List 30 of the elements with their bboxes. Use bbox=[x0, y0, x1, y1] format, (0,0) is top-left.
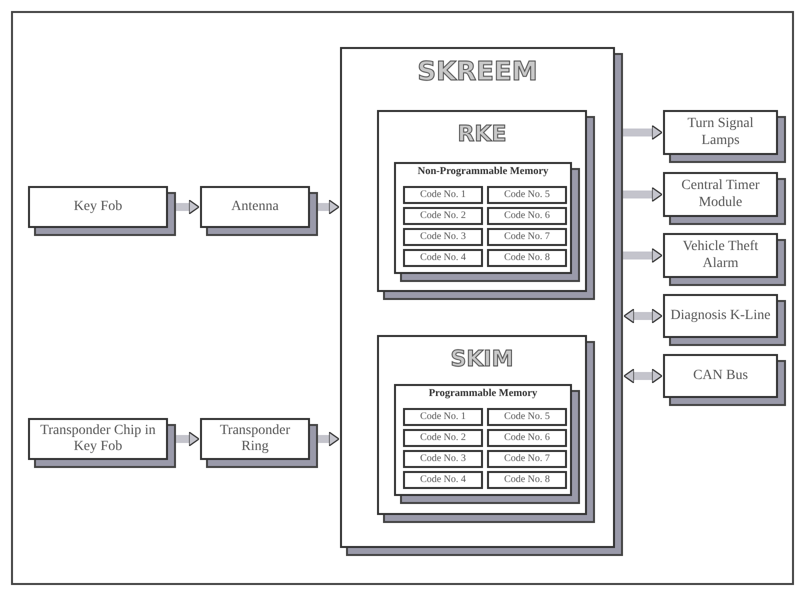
arrow bbox=[318, 431, 340, 447]
title-text: SKIM bbox=[450, 347, 514, 372]
code-cell: Code No. 3 bbox=[403, 228, 483, 246]
code-cell: Code No. 2 bbox=[403, 429, 483, 447]
title-text: SKREEM bbox=[417, 57, 538, 87]
arrow bbox=[176, 199, 200, 215]
code-cell: Code No. 7 bbox=[487, 450, 567, 468]
arrow bbox=[623, 248, 663, 264]
code-cell: Code No. 5 bbox=[487, 186, 567, 204]
code-cell: Code No. 1 bbox=[403, 408, 483, 426]
code-cell: Code No. 4 bbox=[403, 471, 483, 489]
arrow bbox=[623, 186, 663, 202]
arrow bbox=[623, 368, 663, 384]
code-cell: Code No. 4 bbox=[403, 249, 483, 267]
code-cell: Code No. 3 bbox=[403, 450, 483, 468]
arrow bbox=[318, 199, 340, 215]
title-text: Programmable Memory bbox=[428, 388, 538, 399]
code-cell: Code No. 1 bbox=[403, 186, 483, 204]
title-text: Non-Programmable Memory bbox=[418, 166, 548, 177]
arrow bbox=[623, 308, 663, 324]
code-cell: Code No. 8 bbox=[487, 249, 567, 267]
arrow bbox=[176, 431, 200, 447]
code-cell: Code No. 5 bbox=[487, 408, 567, 426]
code-cell: Code No. 8 bbox=[487, 471, 567, 489]
code-cell: Code No. 2 bbox=[403, 207, 483, 225]
code-cell: Code No. 6 bbox=[487, 207, 567, 225]
code-cell: Code No. 7 bbox=[487, 228, 567, 246]
title-text: RKE bbox=[457, 122, 507, 147]
code-cell: Code No. 6 bbox=[487, 429, 567, 447]
arrow bbox=[623, 124, 663, 140]
